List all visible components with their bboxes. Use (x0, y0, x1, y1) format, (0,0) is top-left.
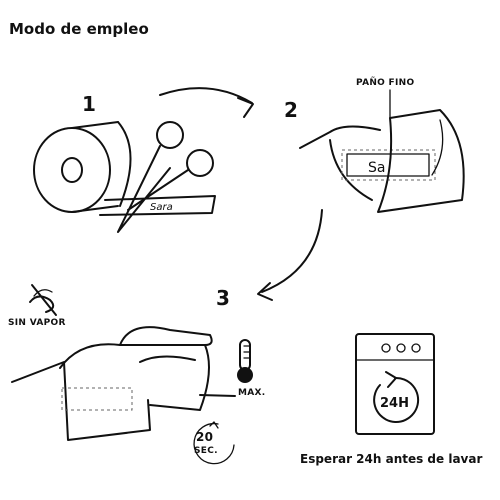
cloth-icon (377, 109, 465, 213)
wash-wait-caption: Esperar 24h antes de lavar (300, 452, 483, 466)
arrow-head-1 (237, 97, 254, 118)
scissors-icon (117, 121, 214, 233)
page-title: Modo de empleo (9, 20, 149, 38)
arrow-step2-to-step3 (261, 209, 323, 293)
max-temp-note: MAX. (238, 388, 266, 398)
timer-icon (193, 421, 235, 465)
arrow-head-2 (257, 282, 273, 301)
step2-label-text: Sa (368, 160, 385, 176)
step-number-1: 1 (82, 92, 96, 116)
thermometer-icon (237, 339, 253, 383)
time-unit: SEC. (194, 446, 218, 456)
washing-machine-icon (355, 333, 435, 435)
time-value: 20 (196, 430, 214, 444)
tape-roll-icon (33, 121, 216, 216)
no-steam-icon (29, 284, 57, 316)
iron-icon (11, 326, 236, 441)
tape-label-text: Sara (150, 202, 173, 213)
fine-cloth-note: PAÑO FINO (356, 78, 415, 88)
arrow-step1-to-step2 (159, 87, 253, 104)
no-steam-note: SIN VAPOR (8, 318, 66, 328)
washer-badge-text: 24H (380, 396, 409, 411)
step-number-3: 3 (216, 286, 230, 310)
step-number-2: 2 (284, 98, 298, 122)
